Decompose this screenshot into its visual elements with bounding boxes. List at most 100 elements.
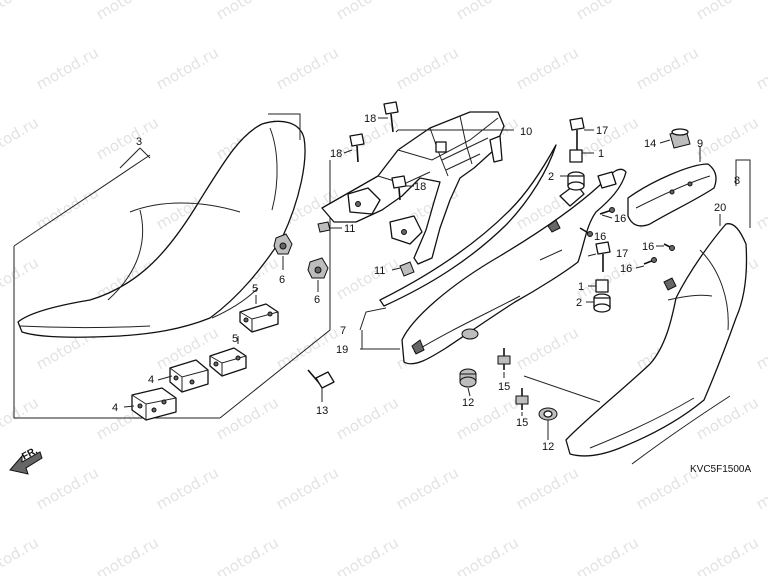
watermark-text: motod.ru: [213, 0, 282, 23]
diagram-code: KVC5F1500A: [690, 464, 751, 475]
watermark-text: motod.ru: [33, 43, 102, 93]
watermark-text: motod.ru: [633, 43, 702, 93]
callout-3: 3: [136, 136, 142, 148]
callout-1: 1: [598, 148, 604, 160]
callout-4: 4: [112, 402, 118, 414]
watermark-text: motod.ru: [333, 0, 402, 23]
callout-16: 16: [620, 263, 632, 275]
bolt-15a: [497, 348, 511, 370]
bolt-18a: [383, 101, 399, 133]
grommet-12b: [538, 407, 558, 421]
grommet-6a: [273, 233, 293, 255]
watermark-text: motod.ru: [513, 43, 582, 93]
watermark-text: motod.ru: [93, 533, 162, 576]
callout-18: 18: [364, 113, 376, 125]
callout-19: 19: [336, 344, 348, 356]
callout-15: 15: [516, 417, 528, 429]
watermark-text: motod.ru: [513, 323, 582, 373]
watermark-text: motod.ru: [753, 323, 768, 373]
bolt-18b: [349, 133, 365, 163]
rubber-block-5b: [239, 303, 279, 333]
front-direction-arrow: FR.: [9, 445, 43, 475]
watermark-text: motod.ru: [0, 0, 42, 23]
grommet-2a: [567, 171, 585, 191]
callout-4: 4: [148, 374, 154, 386]
watermark-text: motod.ru: [153, 463, 222, 513]
bolt-18c: [391, 175, 407, 201]
bolt-17a: [569, 117, 585, 150]
callout-18: 18: [414, 181, 426, 193]
watermark-text: motod.ru: [693, 0, 762, 23]
watermark-text: motod.ru: [213, 533, 282, 576]
grommet-6b: [307, 257, 329, 279]
callout-9: 9: [697, 138, 703, 150]
watermark-text: motod.ru: [753, 463, 768, 513]
watermark-text: motod.ru: [93, 0, 162, 23]
rubber-block-4a: [131, 387, 177, 421]
watermark-text: motod.ru: [693, 533, 762, 576]
nut-11b: [399, 261, 415, 277]
watermark-text: motod.ru: [33, 463, 102, 513]
bolt-17b: [595, 241, 611, 272]
callout-5: 5: [252, 283, 258, 295]
nut-11a: [317, 221, 331, 233]
bolt-15b: [515, 388, 529, 410]
callout-13: 13: [316, 405, 328, 417]
callout-10: 10: [520, 126, 532, 138]
watermark-text: motod.ru: [0, 533, 42, 576]
callout-6: 6: [314, 294, 320, 306]
watermark-text: motod.ru: [573, 533, 642, 576]
side-cover-left: [401, 168, 627, 365]
watermark-text: motod.ru: [753, 43, 768, 93]
watermark-text: motod.ru: [273, 463, 342, 513]
rubber-block-5a: [209, 347, 247, 377]
callout-1: 1: [578, 281, 584, 293]
callout-16: 16: [614, 213, 626, 225]
callout-2: 2: [576, 297, 582, 309]
seat: [17, 120, 306, 338]
bolt-13: [307, 369, 335, 389]
watermark-text: motod.ru: [513, 463, 582, 513]
callout-7: 7: [340, 325, 346, 337]
callout-11: 11: [374, 265, 385, 277]
callout-16: 16: [642, 241, 654, 253]
screw-16a: [599, 207, 615, 215]
watermark-text: motod.ru: [693, 113, 762, 163]
callout-15: 15: [498, 381, 510, 393]
callout-12: 12: [462, 397, 474, 409]
screw-16c: [663, 243, 675, 251]
callout-16: 16: [594, 231, 606, 243]
watermark-text: motod.ru: [573, 0, 642, 23]
watermark-text: motod.ru: [393, 43, 462, 93]
grommet-2b: [593, 293, 611, 313]
watermark-text: motod.ru: [393, 463, 462, 513]
leader-lines: [123, 117, 751, 440]
watermark-text: motod.ru: [213, 393, 282, 443]
watermark-text: motod.ru: [153, 43, 222, 93]
rubber-block-4b: [169, 359, 209, 393]
watermark-text: motod.ru: [333, 533, 402, 576]
callout-11: 11: [344, 223, 355, 235]
watermark-text: motod.ru: [0, 113, 42, 163]
side-cover-right: [565, 223, 748, 465]
callout-20: 20: [714, 202, 726, 214]
collar-1b: [595, 279, 609, 293]
seat-cowl-cover: [627, 163, 717, 227]
screw-16b: [579, 227, 593, 237]
screw-16d: [643, 257, 657, 265]
watermark-text: motod.ru: [453, 0, 522, 23]
watermark-text: motod.ru: [573, 113, 642, 163]
watermark-text: motod.ru: [753, 183, 768, 233]
watermark-text: motod.ru: [273, 43, 342, 93]
callout-5: 5: [232, 333, 238, 345]
callout-12: 12: [542, 441, 554, 453]
watermark-text: motod.ru: [93, 113, 162, 163]
callout-8: 8: [734, 175, 740, 187]
callout-17: 17: [616, 248, 628, 260]
callout-18: 18: [330, 148, 342, 160]
callout-2: 2: [548, 171, 554, 183]
rubber-cap-14: [669, 128, 691, 149]
